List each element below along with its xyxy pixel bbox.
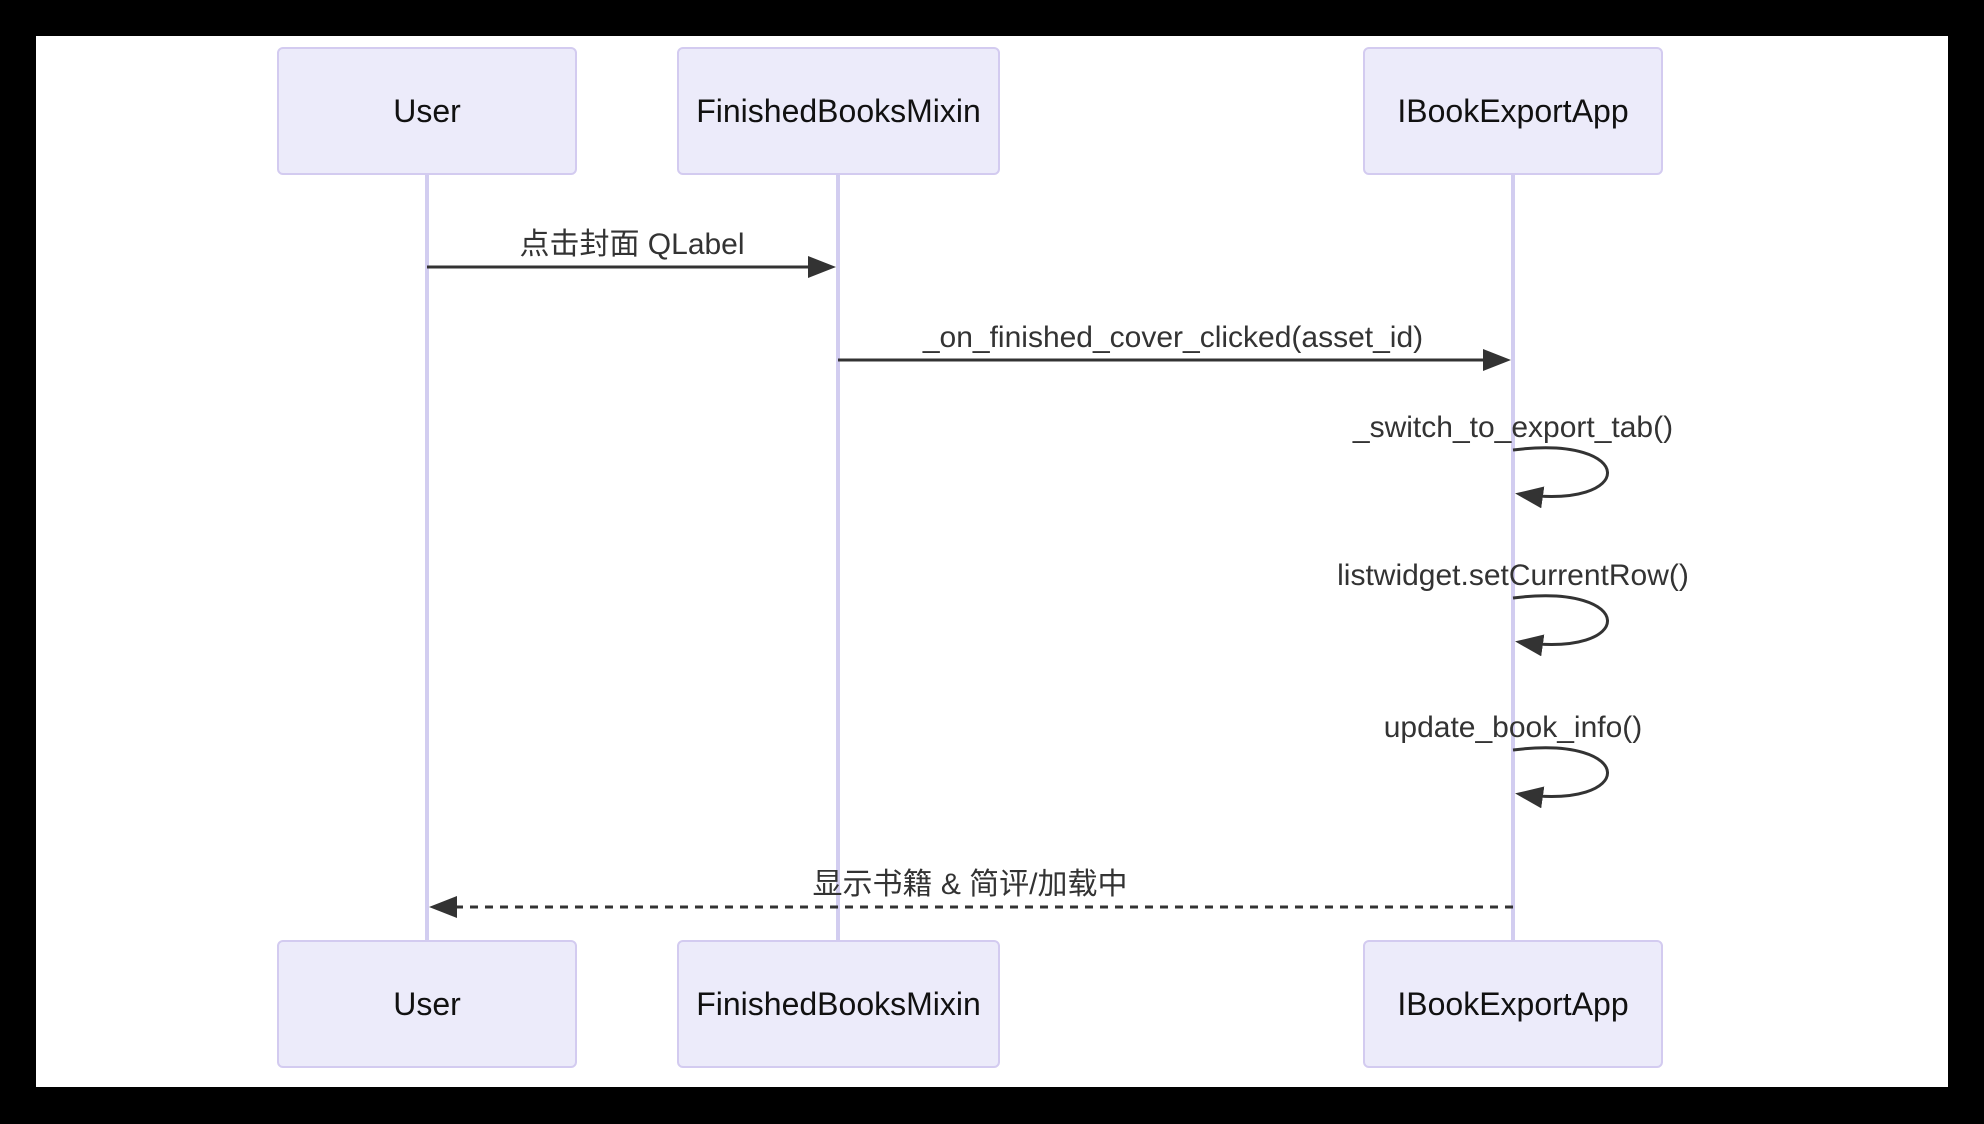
- message-label-1: 点击封面 QLabel: [519, 228, 745, 261]
- message-label-5: update_book_info(): [1383, 711, 1643, 744]
- actor-box-user-bottom: User: [277, 940, 577, 1068]
- message-label-2: _on_finished_cover_clicked(asset_id): [922, 321, 1424, 354]
- actor-box-finishedbooksmixin-bottom: FinishedBooksMixin: [677, 940, 1000, 1068]
- diagram-lines-layer: [425, 175, 1609, 940]
- message-label-6: 显示书籍 & 简评/加载中: [812, 868, 1128, 901]
- self-loop-arrow-1: [1512, 446, 1609, 509]
- self-loop-arrow-2: [1512, 594, 1609, 657]
- sequence-diagram-canvas: User FinishedBooksMixin IBookExportApp U…: [36, 36, 1948, 1087]
- message-label-4: listwidget.setCurrentRow(): [1337, 559, 1689, 592]
- actor-box-ibookexportapp-bottom: IBookExportApp: [1363, 940, 1663, 1068]
- actor-box-finishedbooksmixin-top: FinishedBooksMixin: [677, 47, 1000, 175]
- actor-box-ibookexportapp-top: IBookExportApp: [1363, 47, 1663, 175]
- self-loop-arrow-3: [1512, 746, 1609, 809]
- actor-box-user-top: User: [277, 47, 577, 175]
- message-label-3: _switch_to_export_tab(): [1352, 411, 1674, 444]
